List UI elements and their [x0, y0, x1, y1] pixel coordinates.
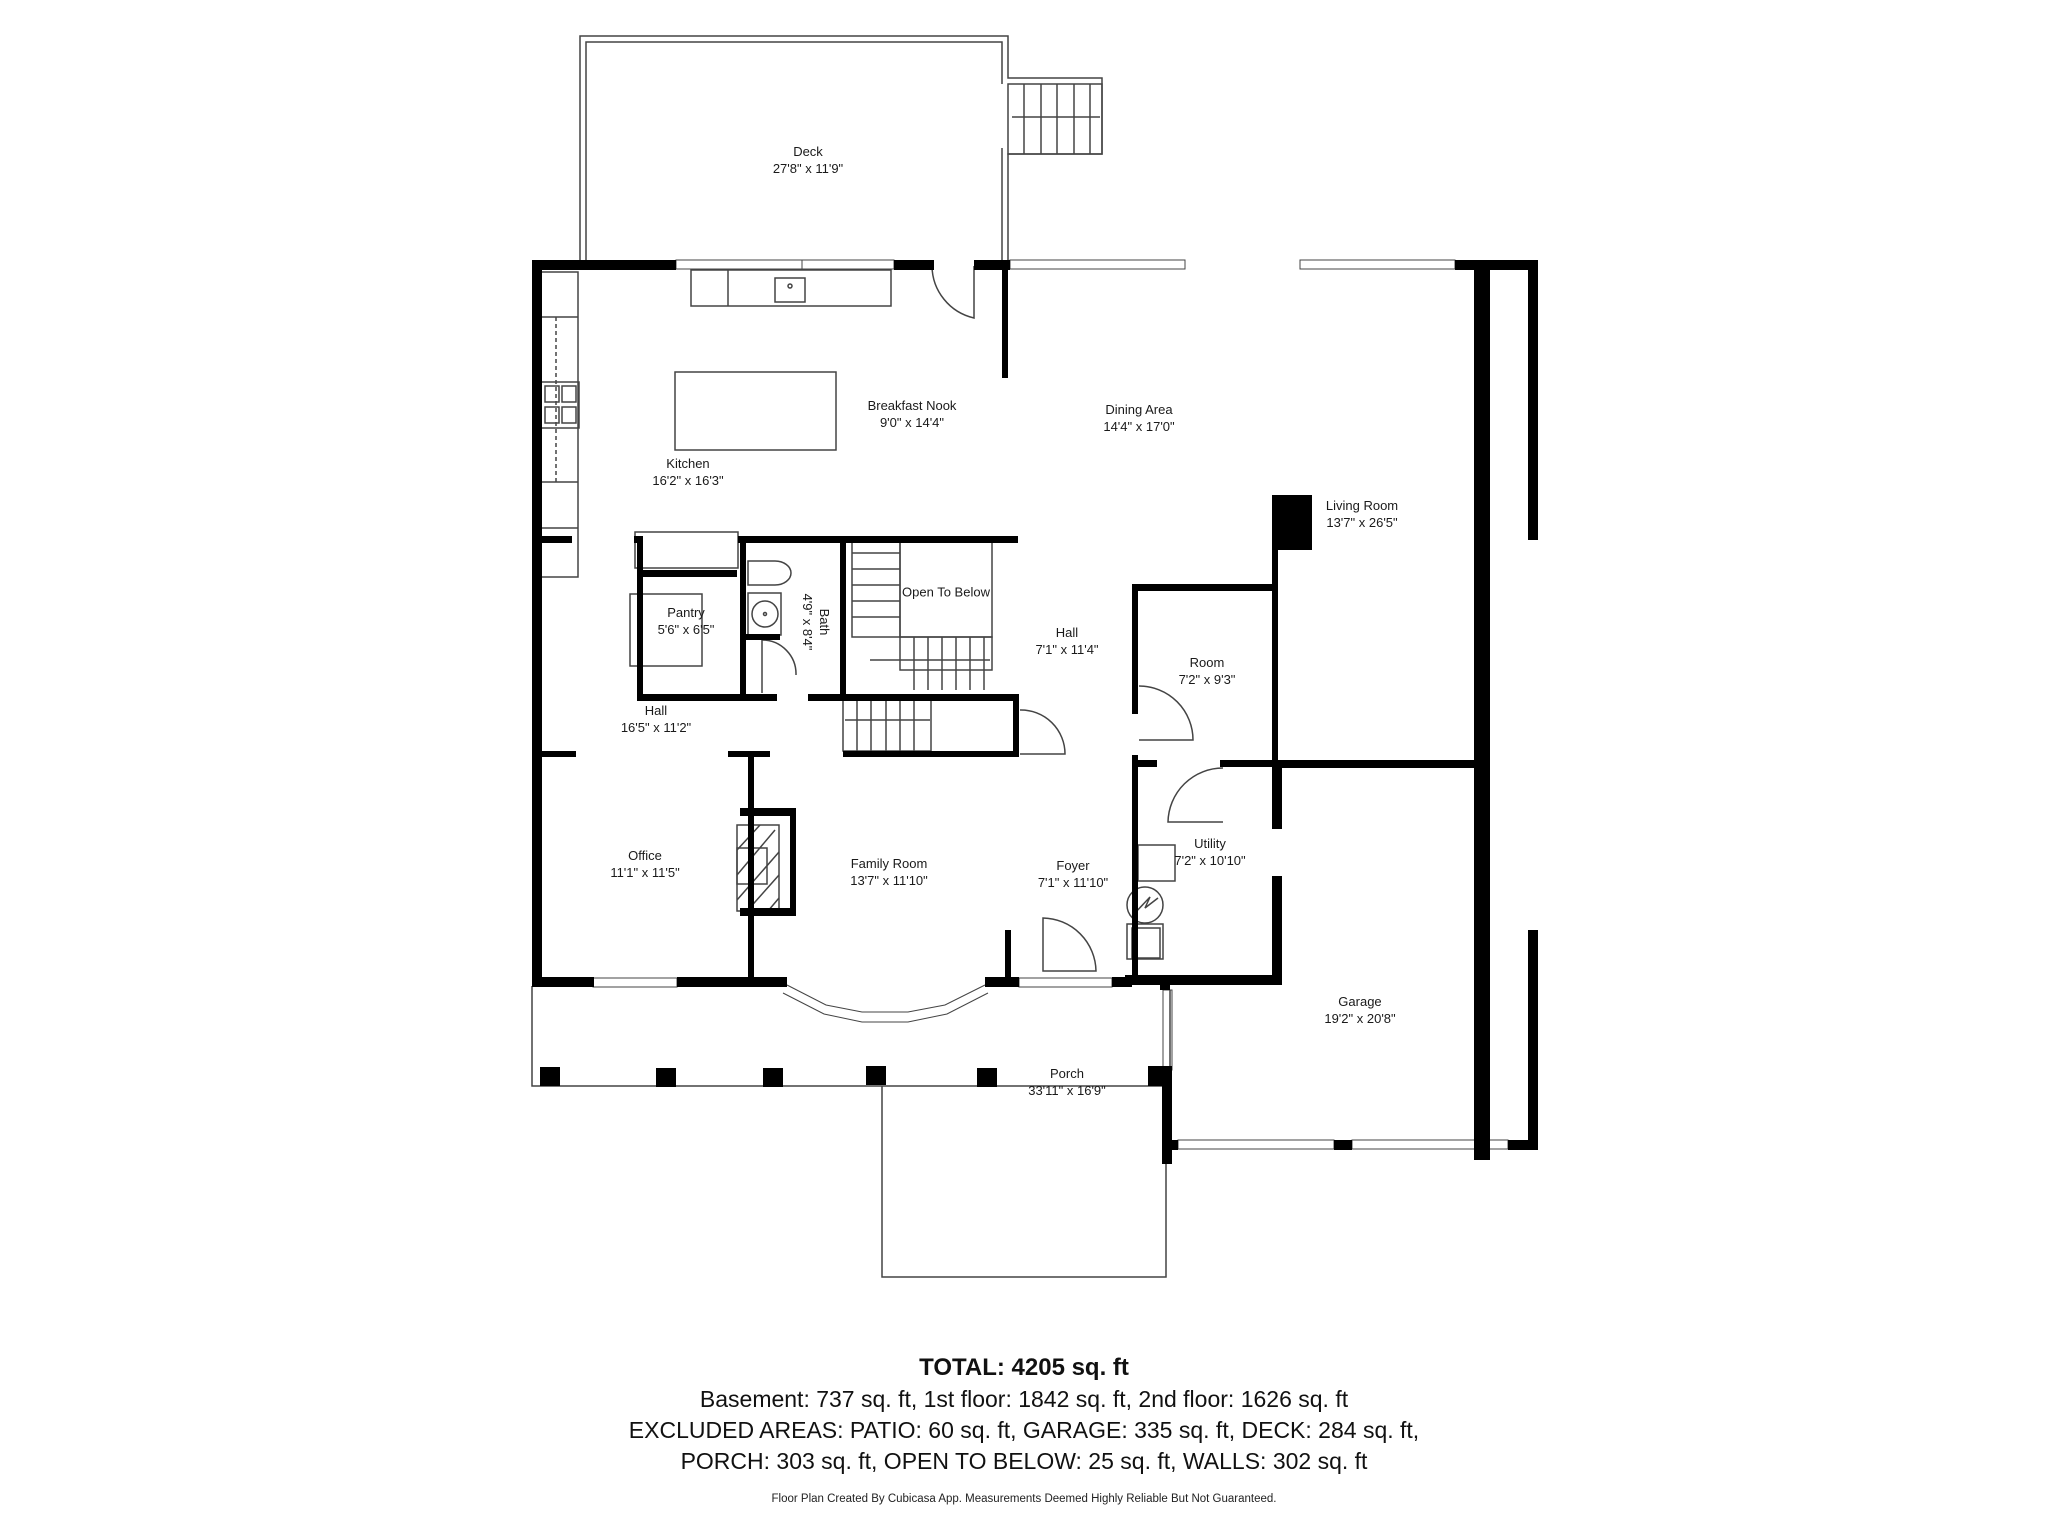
interior-stairs-lower: [842, 696, 932, 752]
room-label-utility: Utility 7'2" x 10'10": [1174, 835, 1245, 869]
room-name: Family Room: [850, 856, 928, 871]
deck-stairs: [1007, 83, 1103, 155]
room-name: Room: [1189, 655, 1225, 670]
room-name: Dining Area: [1105, 402, 1173, 417]
room-name: Hall: [1055, 625, 1079, 640]
room-label-living-room: Living Room 13'7" x 26'5": [1326, 497, 1398, 531]
room-dimensions: 5'6" x 6'5": [657, 622, 715, 637]
room-label-hall-lower: Hall 16'5" x 11'2": [621, 702, 691, 736]
room-name: Breakfast Nook: [867, 398, 957, 413]
room-name: Bath: [817, 608, 832, 636]
bath-fixtures: [747, 560, 797, 693]
room-name: Open To Below: [902, 584, 990, 600]
room-dimensions: 4'9" x 8'4": [800, 593, 815, 651]
room-label-garage: Garage 19'2" x 20'8": [1324, 993, 1395, 1027]
room-name: Kitchen: [666, 456, 710, 471]
room-dimensions: 7'1" x 11'10": [1037, 875, 1109, 890]
interior-stairs-upper: [851, 536, 993, 690]
room-label-family-room: Family Room 13'7" x 11'10": [850, 855, 928, 889]
total-area: TOTAL: 4205 sq. ft: [919, 1354, 1129, 1381]
room-name: Pantry: [667, 605, 705, 620]
floor-areas: Basement: 737 sq. ft, 1st floor: 1842 sq…: [699, 1386, 1349, 1412]
room-name: Hall: [644, 703, 668, 718]
room-name: Living Room: [1325, 498, 1399, 513]
room-dimensions: 27'8" x 11'9": [772, 161, 844, 176]
room-name: Utility: [1194, 836, 1226, 851]
kitchen-counters: [540, 269, 892, 578]
disclaimer: Floor Plan Created By Cubicasa App. Meas…: [771, 1493, 1277, 1505]
room-label-deck: Deck 27'8" x 11'9": [773, 143, 843, 177]
room-dimensions: 13'7" x 26'5": [1326, 515, 1398, 530]
room-label-room: Room 7'2" x 9'3": [1179, 654, 1236, 688]
excluded-areas-line-2: PORCH: 303 sq. ft, OPEN TO BELOW: 25 sq.…: [680, 1448, 1368, 1474]
room-name: Garage: [1338, 994, 1382, 1009]
room-dimensions: 16'5" x 11'2": [620, 720, 692, 735]
excluded-areas-line-1: EXCLUDED AREAS: PATIO: 60 sq. ft, GARAGE…: [628, 1417, 1420, 1443]
room-dimensions: 11'1" x 11'5": [610, 865, 680, 880]
porch-outline: [531, 986, 1171, 1278]
room-label-kitchen: Kitchen 16'2" x 16'3": [652, 455, 723, 489]
room-dimensions: 19'2" x 20'8": [1324, 1011, 1396, 1026]
room-label-hall-upper: Hall 7'1" x 11'4": [1035, 624, 1098, 658]
room-name: Office: [628, 848, 662, 863]
area-summary: TOTAL: 4205 sq. ft Basement: 737 sq. ft,…: [0, 1352, 2048, 1507]
room-label-pantry: Pantry 5'6" x 6'5": [658, 604, 715, 638]
room-label-dining-area: Dining Area 14'4" x 17'0": [1103, 401, 1174, 435]
room-label-open-to-below: Open To Below: [902, 584, 990, 601]
room-dimensions: 13'7" x 11'10": [850, 873, 928, 888]
room-dimensions: 7'2" x 10'10": [1174, 853, 1246, 868]
walls: [532, 260, 1538, 1164]
room-label-foyer: Foyer 7'1" x 11'10": [1038, 857, 1108, 891]
room-name: Foyer: [1056, 858, 1090, 873]
room-dimensions: 9'0" x 14'4": [879, 415, 945, 430]
room-label-office: Office 11'1" x 11'5": [610, 847, 679, 881]
door-swings: [931, 265, 1224, 972]
room-name: Deck: [793, 144, 823, 159]
room-dimensions: 14'4" x 17'0": [1103, 419, 1175, 434]
room-dimensions: 33'11" x 16'9": [1028, 1083, 1106, 1098]
room-label-breakfast-nook: Breakfast Nook 9'0" x 14'4": [868, 397, 957, 431]
fireplace-hatch: [736, 824, 780, 912]
room-dimensions: 7'1" x 11'4": [1035, 642, 1099, 657]
room-dimensions: 16'2" x 16'3": [652, 473, 724, 488]
room-name: Porch: [1050, 1066, 1084, 1081]
room-dimensions: 7'2" x 9'3": [1178, 672, 1236, 687]
pantry-shelf: [629, 593, 703, 667]
room-label-porch: Porch 33'11" x 16'9": [1028, 1065, 1106, 1099]
